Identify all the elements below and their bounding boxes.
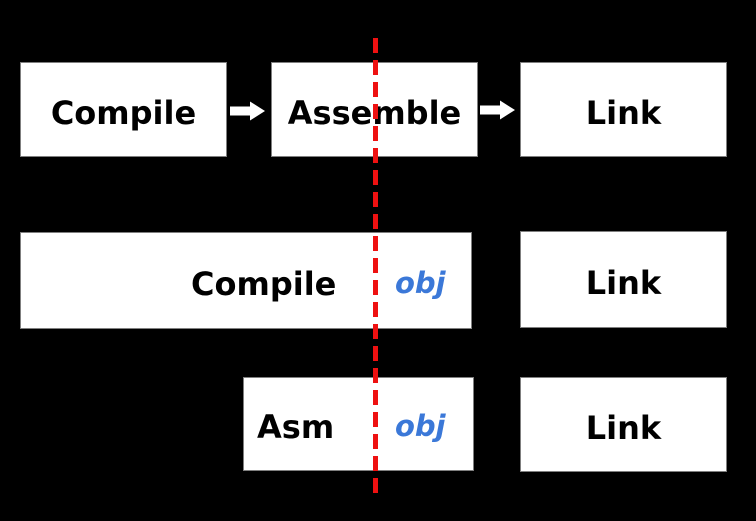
stage-label: Compile [50,93,197,132]
obj-file-label: obj [395,409,446,443]
stage-box-link: Link [520,231,727,328]
stage-label: Link [585,93,662,132]
stage-label: Asm [257,408,335,446]
stage-box-compile: Compile [20,62,227,157]
stage-label: Link [585,408,662,447]
stage-label: Compile [191,264,337,303]
obj-file-label: obj [395,265,446,300]
stage-box-asm: Asm obj [243,377,474,471]
stage-box-compile-wide: Compile obj [20,232,472,329]
stage-box-link: Link [520,62,727,157]
stage-box-link: Link [520,377,727,472]
arrow-right-icon [230,101,265,121]
arrow-right-icon [480,100,515,120]
divider-dashed-line [373,38,378,495]
stage-label: Link [585,263,662,302]
